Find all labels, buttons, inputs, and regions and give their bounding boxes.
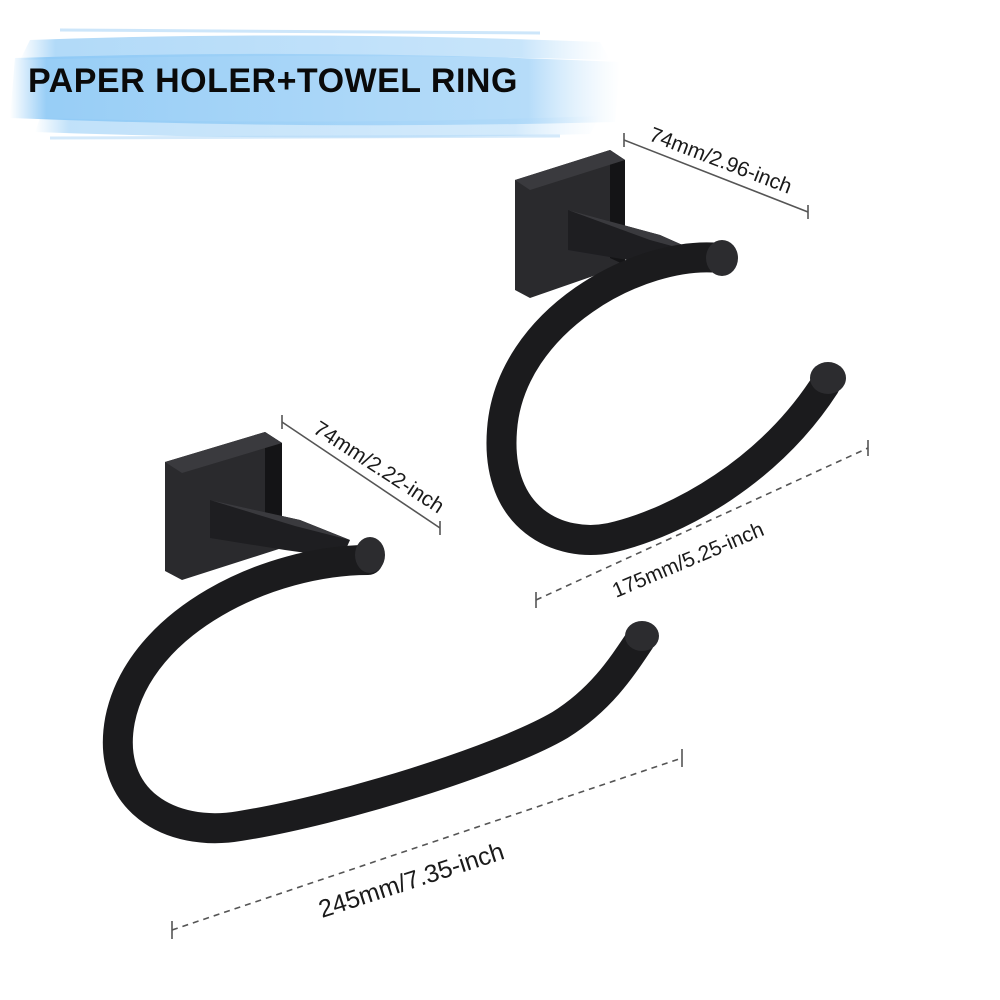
dimension-lines xyxy=(171,133,869,939)
large-width-dimension-line xyxy=(171,757,683,931)
title-banner xyxy=(10,28,620,140)
large-arm xyxy=(210,500,350,558)
large-ring xyxy=(102,545,655,844)
page-title: PAPER HOLER+TOWEL RING xyxy=(28,62,518,100)
small-towel-ring xyxy=(486,150,846,555)
small-ring xyxy=(486,242,840,555)
large-base-dimension-line xyxy=(281,421,441,529)
large-base-dimension-label: 74mm/2.22-inch xyxy=(309,417,448,518)
large-width-dimension-label: 245mm/7.35-inch xyxy=(315,837,507,923)
small-base-dimension-label: 74mm/2.96-inch xyxy=(646,123,795,198)
small-base-dimension-line xyxy=(623,139,809,213)
small-width-dimension-line xyxy=(535,447,869,601)
large-paper-holder xyxy=(102,432,659,844)
